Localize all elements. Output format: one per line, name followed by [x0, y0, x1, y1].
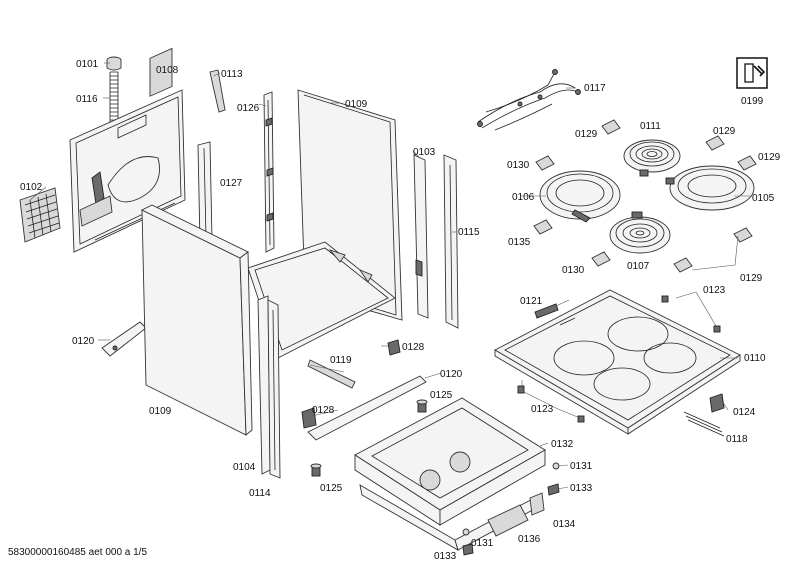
callout-0134: 0134 [553, 519, 576, 530]
callout-0104: 0104 [233, 462, 256, 473]
callout-labels: 0101 0108 0113 0116 0126 0109 0117 0199 … [20, 59, 781, 562]
callout-0107: 0107 [627, 261, 650, 272]
callout-0129-a: 0129 [575, 129, 598, 140]
callout-0117: 0117 [584, 83, 606, 94]
callout-0110: 0110 [744, 353, 766, 364]
callout-0132: 0132 [551, 439, 574, 450]
callout-0101: 0101 [76, 59, 99, 70]
callout-0106: 0106 [512, 192, 535, 203]
part-0129-clip-c [737, 155, 757, 171]
callout-0125-lower: 0125 [320, 483, 343, 494]
part-0123-clip-bottom [517, 385, 585, 423]
part-0105-burner [665, 165, 755, 211]
part-0133-screw-upper [547, 483, 560, 496]
callout-0131-lower: 0131 [471, 538, 494, 549]
callout-0127: 0127 [220, 178, 243, 189]
part-0106-burner [539, 170, 621, 223]
callout-0124: 0124 [733, 407, 756, 418]
part-0127-side-rail [197, 141, 213, 245]
callout-0131-upper: 0131 [570, 461, 593, 472]
callout-0136: 0136 [518, 534, 541, 545]
callout-0115: 0115 [458, 227, 480, 238]
callout-0130-b: 0130 [562, 265, 585, 276]
part-0131-nut-lower [462, 528, 470, 536]
part-0110-ceramic-hob [494, 289, 741, 435]
part-0128-clip-lower [301, 407, 317, 429]
part-0121-element [534, 303, 559, 319]
part-0199-service-icon [736, 57, 768, 89]
part-0123-clip-top [661, 295, 721, 333]
callout-0133-lower: 0133 [434, 551, 457, 562]
callout-0128-lower: 0128 [312, 405, 335, 416]
callout-0123-top: 0123 [703, 285, 726, 296]
callout-0109-front: 0109 [149, 406, 172, 417]
callout-0105: 0105 [752, 193, 775, 204]
callout-0133-upper: 0133 [570, 483, 593, 494]
callout-0123-bottom: 0123 [531, 404, 554, 415]
part-0111-burner [623, 139, 681, 177]
callout-0118: 0118 [726, 434, 748, 445]
callout-0121: 0121 [520, 296, 543, 307]
part-0109-side-panel-front [140, 204, 253, 436]
part-0117-wiring-harness [477, 69, 581, 131]
callout-0111: 0111 [640, 121, 661, 132]
callout-0103: 0103 [413, 147, 436, 158]
callout-0125-upper: 0125 [430, 390, 453, 401]
callout-0129-b: 0129 [713, 126, 736, 137]
part-0124-terminal [709, 393, 725, 413]
part-0120-left-bracket [101, 321, 147, 357]
part-0130-clip-b [591, 251, 611, 267]
callout-0114: 0114 [249, 488, 271, 499]
callout-0119: 0119 [330, 355, 352, 366]
part-0132-base-frame [354, 397, 546, 526]
callout-0199: 0199 [741, 96, 764, 107]
callout-0109-top: 0109 [345, 99, 368, 110]
part-0107-burner [609, 211, 671, 254]
part-clip-e [733, 227, 753, 243]
part-0129-clip-d [673, 257, 693, 273]
callout-0129-d: 0129 [740, 273, 763, 284]
part-0128-clip-upper [387, 339, 401, 356]
part-0134-bracket [487, 492, 545, 537]
part-0114-front-trim [267, 299, 281, 479]
part-0125-foot-upper [416, 399, 428, 413]
part-0120-right-bracket [307, 375, 427, 441]
part-0115-side-rail [443, 154, 459, 329]
callout-0129-c: 0129 [758, 152, 781, 163]
callout-0126: 0126 [237, 103, 260, 114]
callout-0135: 0135 [508, 237, 531, 248]
callout-0130-a: 0130 [507, 160, 530, 171]
callout-0116: 0116 [76, 94, 98, 105]
part-0101-cap [106, 56, 122, 71]
part-0129-clip-a [601, 119, 621, 135]
part-0130-clip-a [535, 155, 555, 171]
part-0126-side-rail [263, 91, 275, 253]
part-0129-clip-b [705, 135, 725, 151]
callout-0108: 0108 [156, 65, 179, 76]
part-0125-foot-lower [310, 463, 322, 477]
part-0113-bracket [209, 69, 226, 113]
callout-0128-upper: 0128 [402, 342, 425, 353]
part-0133-screw-lower [462, 543, 474, 556]
part-0135-clip [533, 219, 553, 235]
callout-0120-left: 0120 [72, 336, 95, 347]
part-0118-cable [683, 411, 725, 437]
part-0102-filter [19, 187, 61, 243]
callout-0120-right: 0120 [440, 369, 463, 380]
callout-0113: 0113 [221, 69, 243, 80]
callout-0102: 0102 [20, 182, 43, 193]
part-0103-side-rail [413, 154, 429, 319]
footer-reference: 58300000160485 aet 000 a 1/5 [8, 547, 147, 558]
leader-lines [29, 62, 752, 490]
